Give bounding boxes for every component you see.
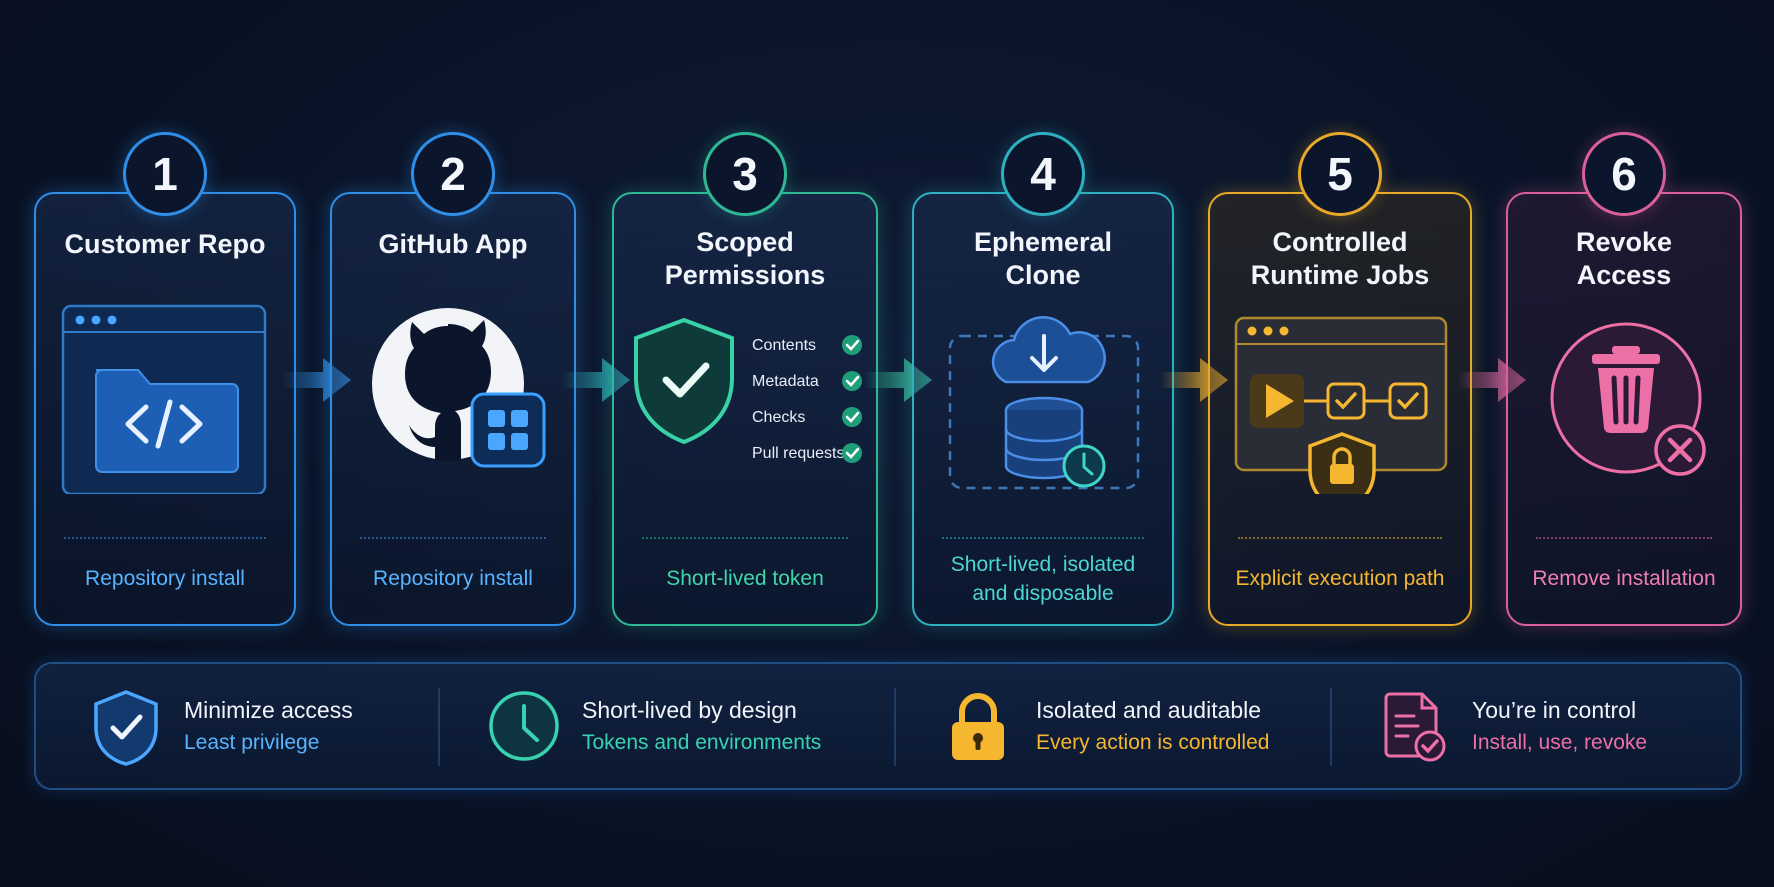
feature-subtitle: Install, use, revoke — [1472, 730, 1648, 754]
step-number-badge: 5 — [1298, 132, 1382, 216]
document-check-icon — [1384, 692, 1446, 762]
feature-in-control: You’re in control Install, use, revoke — [1374, 664, 1647, 788]
checkbox-checked-icon — [1388, 382, 1428, 420]
feature-title: Minimize access — [184, 696, 353, 723]
step-caption: Repository install — [85, 567, 245, 590]
step-caption: Explicit execution path — [1235, 567, 1445, 590]
permission-label: Checks — [752, 409, 805, 426]
step-number-badge: 1 — [123, 132, 207, 216]
feature-subtitle: Least privilege — [184, 730, 320, 754]
feature-short-lived: Short-lived by design Tokens and environ… — [484, 664, 821, 788]
feature-subtitle: Tokens and environments — [582, 730, 822, 754]
step-number-badge: 3 — [703, 132, 787, 216]
permissions-checklist: Contents Metadata Checks Pull requests — [634, 317, 862, 463]
step-card-customer-repo: 1 Customer Repo Repository install — [34, 132, 296, 626]
shield-lock-icon — [1308, 432, 1376, 514]
check-circle-icon — [842, 443, 862, 463]
step-title: Customer Repo — [64, 229, 266, 259]
shield-check-icon — [634, 317, 734, 445]
step-number-badge: 4 — [1001, 132, 1085, 216]
feature-title: Isolated and auditable — [1036, 696, 1262, 723]
arrow-right-icon — [1458, 358, 1526, 402]
clock-icon — [1062, 444, 1106, 488]
check-circle-icon — [842, 371, 862, 391]
step-number-badge: 2 — [411, 132, 495, 216]
step-card-github-app: 2 GitHub App Repository install — [330, 132, 576, 626]
permission-label: Metadata — [752, 373, 819, 390]
step-title: GitHub App — [378, 229, 528, 259]
database-icon — [1004, 396, 1084, 480]
permission-label: Pull requests — [752, 445, 845, 462]
close-circle-icon — [1654, 424, 1706, 476]
arrow-right-icon — [1160, 358, 1228, 402]
feature-isolated-auditable: Isolated and auditable Every action is c… — [938, 664, 1269, 788]
github-logo-icon — [372, 308, 546, 468]
feature-minimize-access: Minimize access Least privilege — [86, 664, 353, 788]
trash-revoke-icon — [1550, 322, 1706, 476]
runtime-pipeline-window-icon — [1234, 316, 1448, 514]
shield-check-icon — [94, 690, 158, 766]
code-folder-window-icon — [61, 304, 267, 496]
feature-title: Short-lived by design — [582, 696, 797, 723]
step-caption: Repository install — [373, 567, 533, 590]
feature-title: You’re in control — [1472, 696, 1637, 723]
check-circle-icon — [842, 407, 862, 427]
step-caption: Short-lived token — [666, 567, 824, 590]
play-icon — [1250, 374, 1304, 428]
features-bar: Minimize access Least privilege Short-li… — [34, 662, 1742, 790]
clock-icon — [489, 691, 559, 761]
ephemeral-database-icon — [948, 316, 1140, 490]
padlock-icon — [952, 693, 1004, 760]
trash-icon — [1592, 346, 1660, 434]
check-circle-icon — [842, 335, 862, 355]
cloud-download-icon — [991, 316, 1106, 384]
step-number-badge: 6 — [1582, 132, 1666, 216]
step-caption: Remove installation — [1532, 567, 1716, 590]
feature-subtitle: Every action is controlled — [1036, 730, 1270, 754]
permission-label: Contents — [752, 337, 816, 354]
